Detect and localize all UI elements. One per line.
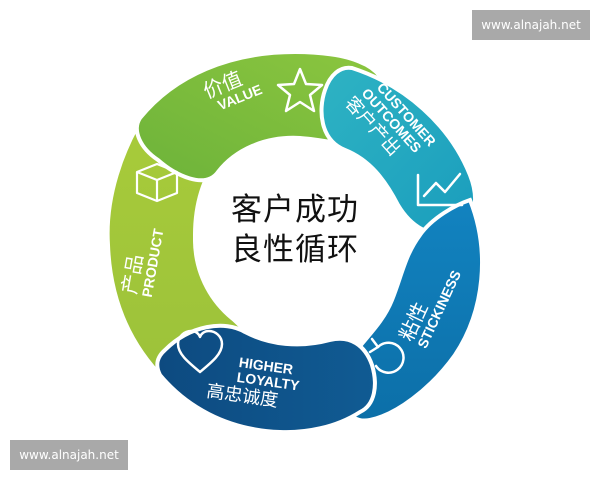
watermark-bottom-left: www.alnajah.net <box>10 440 128 470</box>
center-title: 客户成功 良性循环 <box>195 190 395 270</box>
heart-icon <box>176 329 224 374</box>
center-title-line1: 客户成功 <box>231 192 359 228</box>
line-chart-icon <box>416 172 464 207</box>
segment-higher-loyalty <box>155 323 377 435</box>
refresh-icon <box>368 337 405 374</box>
watermark-top-right: www.alnajah.net <box>472 10 590 40</box>
label-higher-loyalty: HIGHER LOYALTY 高忠诚度 <box>205 354 303 415</box>
box-icon <box>135 162 179 203</box>
center-circle <box>193 137 399 343</box>
star-icon <box>276 67 324 113</box>
segment-customer-outcomes <box>319 65 477 237</box>
center-title-line2: 良性循环 <box>231 232 359 268</box>
